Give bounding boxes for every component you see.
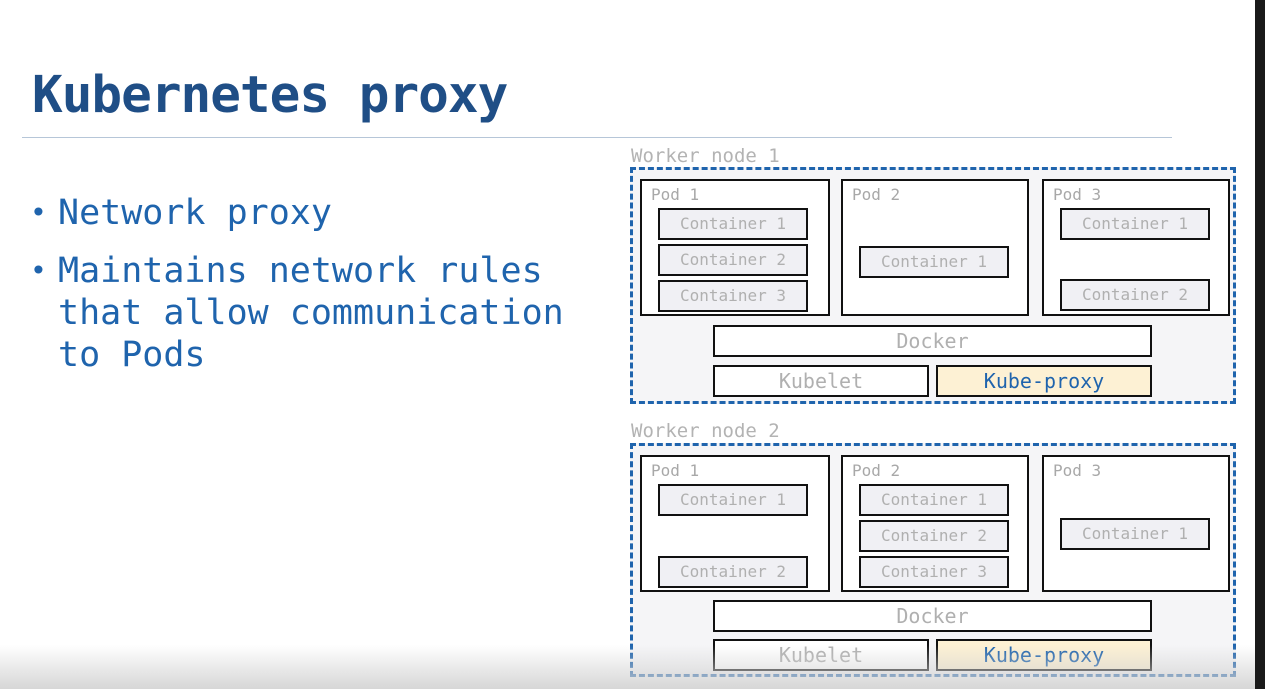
container-box: Container 3 [859, 556, 1009, 588]
pod: Pod 2 Container 1 [841, 179, 1029, 316]
title-divider [22, 137, 1172, 138]
container-box: Container 1 [1060, 208, 1210, 240]
container-box: Container 2 [658, 244, 808, 276]
bullet-item: • Maintains network rules that allow comm… [30, 250, 590, 376]
bullet-text: Network proxy [58, 193, 332, 233]
pod: Pod 3 Container 1 [1042, 455, 1230, 592]
kube-proxy-box: Kube-proxy [936, 365, 1152, 397]
pod: Pod 1 Container 1 Container 2 [640, 455, 830, 592]
bullet-list: • Network proxy • Maintains network rules … [30, 192, 590, 392]
pod-label: Pod 3 [1053, 185, 1102, 204]
worker-node: Pod 1 Container 1 Container 2 Pod 2 Cont… [630, 443, 1236, 677]
docker-bar: Docker [713, 325, 1152, 357]
pod: Pod 2 Container 1 Container 2 Container … [841, 455, 1029, 592]
bullet-dot-icon: • [30, 254, 47, 287]
pod-label: Pod 2 [852, 185, 901, 204]
pod: Pod 3 Container 1 Container 2 [1042, 179, 1230, 316]
container-box: Container 1 [859, 246, 1009, 278]
bullet-item: • Network proxy [30, 192, 590, 234]
pod-label: Pod 2 [852, 461, 901, 480]
container-box: Container 1 [658, 484, 808, 516]
worker-node: Pod 1 Container 1 Container 2 Container … [630, 167, 1236, 404]
slide-title: Kubernetes proxy [32, 66, 508, 125]
container-box: Container 1 [1060, 518, 1210, 550]
bottom-shadow [0, 645, 1255, 689]
container-box: Container 3 [658, 280, 808, 312]
pod-label: Pod 3 [1053, 461, 1102, 480]
container-box: Container 1 [859, 484, 1009, 516]
bullet-text: Maintains network rules that allow commu… [58, 251, 564, 375]
kubelet-box: Kubelet [713, 365, 929, 397]
container-box: Container 2 [859, 520, 1009, 552]
worker-node-label: Worker node 1 [631, 145, 780, 167]
container-box: Container 2 [1060, 279, 1210, 311]
docker-bar: Docker [713, 600, 1152, 632]
window-edge [1255, 0, 1265, 689]
pod: Pod 1 Container 1 Container 2 Container … [640, 179, 830, 316]
pod-label: Pod 1 [651, 461, 700, 480]
bullet-dot-icon: • [30, 196, 47, 229]
container-box: Container 1 [658, 208, 808, 240]
pod-label: Pod 1 [651, 185, 700, 204]
container-box: Container 2 [658, 556, 808, 588]
worker-node-label: Worker node 2 [631, 420, 780, 442]
